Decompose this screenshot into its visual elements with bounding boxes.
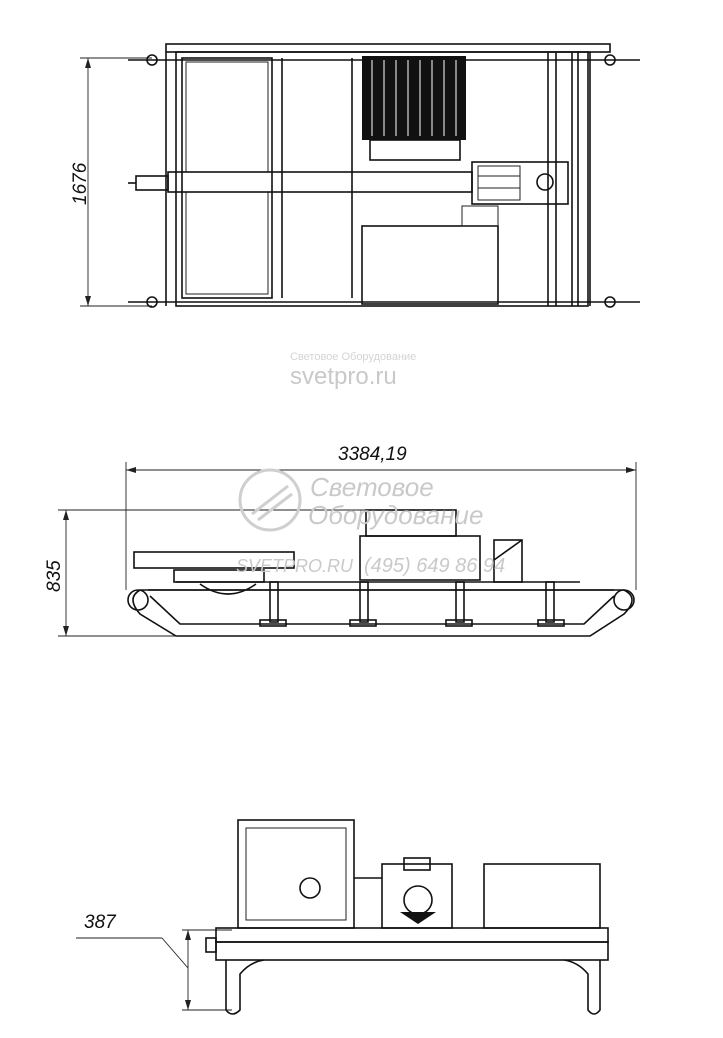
side-view-length-label: 3384,19: [338, 444, 407, 465]
watermark-site-small: SVETPRO.RU: [236, 556, 354, 576]
top-view-width-label: 1676: [70, 162, 91, 205]
side-view-height-label: 835: [44, 560, 65, 592]
watermark-logo-icon: [238, 468, 302, 532]
watermark-logo-line2: Оборудование: [308, 500, 483, 530]
top-view: 1676: [70, 43, 640, 308]
side-view: 3384,19 835: [44, 444, 637, 637]
end-view: 387: [76, 819, 609, 1015]
watermark-phone: (495) 649 86 94: [364, 555, 505, 577]
watermark-line1: Световое Оборудование: [290, 351, 416, 363]
watermark-logo-line1: Световое: [310, 472, 434, 502]
end-view-height-label: 387: [84, 912, 117, 933]
watermark: Световое Оборудование svetpro.ru Светово…: [236, 351, 505, 577]
watermark-line2: svetpro.ru: [290, 363, 397, 390]
